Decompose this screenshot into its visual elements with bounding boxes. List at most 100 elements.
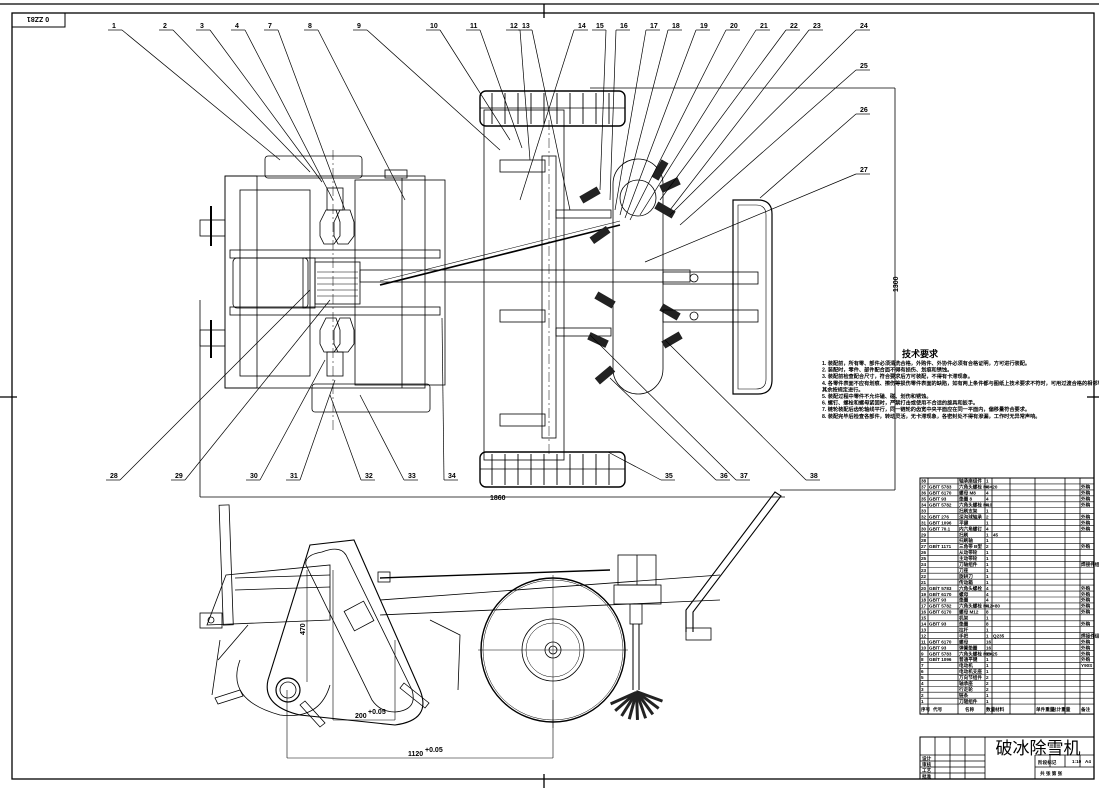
svg-text:11: 11 <box>921 639 926 644</box>
side-bristle-3 <box>635 690 655 716</box>
leader-line <box>669 29 857 216</box>
chain-loop <box>305 548 414 713</box>
svg-text:链条: 链条 <box>958 692 969 699</box>
svg-text:外购: 外购 <box>1081 638 1091 645</box>
leader-line <box>519 29 531 161</box>
svg-text:2: 2 <box>986 675 989 680</box>
svg-text:刀辊组件: 刀辊组件 <box>959 698 978 705</box>
shaft-lower <box>326 351 344 377</box>
svg-text:行走轮: 行走轮 <box>958 686 973 693</box>
leader-line <box>244 29 334 201</box>
svg-text:45: 45 <box>993 532 999 537</box>
svg-text:外购: 外购 <box>1081 585 1091 592</box>
svg-text:16: 16 <box>921 610 927 615</box>
axle-arm-1 <box>499 159 546 173</box>
tb-design: 设计 <box>922 755 932 762</box>
svg-text:电动机: 电动机 <box>959 662 973 669</box>
bom-header: 序号 <box>921 706 931 713</box>
svg-text:17: 17 <box>921 604 927 609</box>
part-label-3: 3 <box>200 23 204 30</box>
tech-req-item-3: 3. 装配前检查配合尺寸，符合要求后方可装配，不得有卡滞现象。 <box>822 372 973 380</box>
top-cap <box>384 169 408 179</box>
side-handle <box>685 491 782 632</box>
svg-text:2: 2 <box>986 687 989 692</box>
u-joint-lower-a <box>319 317 341 353</box>
part-label-33: 33 <box>408 473 416 480</box>
svg-text:6: 6 <box>921 669 924 674</box>
part-label-28: 28 <box>110 473 118 480</box>
tech-req-item-4: 其余按规定进行。 <box>822 385 864 393</box>
main-beam-top <box>379 574 721 601</box>
dim-tol-200: +0.05 <box>368 709 386 716</box>
leader-line <box>172 29 311 173</box>
parts-list <box>919 477 1095 715</box>
svg-text:37: 37 <box>921 485 927 490</box>
brush-hub <box>619 179 657 217</box>
svg-text:轴承座: 轴承座 <box>959 680 973 687</box>
axle-frame <box>483 109 565 461</box>
svg-text:4: 4 <box>986 526 989 531</box>
part-label-13: 13 <box>522 23 530 30</box>
part-label-35: 35 <box>665 473 673 480</box>
svg-text:3: 3 <box>921 687 924 692</box>
svg-text:1: 1 <box>986 663 989 668</box>
svg-text:传动箱: 传动箱 <box>958 579 973 586</box>
svg-text:27: 27 <box>921 544 927 549</box>
leader-line <box>531 29 571 211</box>
svg-text:GB/T 70.1: GB/T 70.1 <box>929 526 951 531</box>
svg-text:12: 12 <box>921 633 927 638</box>
side-bristle-1 <box>635 690 663 703</box>
part-label-25: 25 <box>860 63 868 70</box>
tech-req-heading: 技术要求 <box>902 348 939 359</box>
leader-line <box>441 317 445 481</box>
bom-header: 材料 <box>994 706 1005 713</box>
svg-text:平键: 平键 <box>959 519 969 526</box>
svg-text:外购: 外购 <box>1081 656 1091 663</box>
bristle-3 <box>659 177 681 193</box>
title-block <box>919 736 1095 780</box>
svg-text:螺母: 螺母 <box>959 591 969 598</box>
svg-text:22: 22 <box>921 574 927 579</box>
tb-stage: 阶段标记 <box>1038 759 1057 766</box>
svg-text:六角头螺栓 M8×25: 六角头螺栓 M8×25 <box>959 650 998 657</box>
part-label-30: 30 <box>250 473 258 480</box>
svg-text:10: 10 <box>921 645 927 650</box>
part-label-11: 11 <box>470 23 478 30</box>
side-bristle-6 <box>627 691 638 720</box>
svg-text:外购: 外购 <box>1081 621 1091 628</box>
tech-req-item-2: 2. 装配时，零件、部件配合面不得有损伤、划痕和锈蚀。 <box>822 366 952 374</box>
leader-line <box>299 379 336 481</box>
svg-text:GB/T 6170: GB/T 6170 <box>929 610 952 615</box>
part-label-24: 24 <box>860 23 868 30</box>
part-label-29: 29 <box>175 473 183 480</box>
leader-line <box>679 69 857 226</box>
shaft-upper <box>326 187 344 211</box>
svg-text:外购: 外购 <box>1081 484 1091 491</box>
svg-text:GB/T 5782: GB/T 5782 <box>929 503 952 508</box>
bom-row: 24刀轴组件1焊接件组件 <box>921 561 1099 568</box>
svg-text:1: 1 <box>986 508 989 513</box>
svg-text:2: 2 <box>986 514 989 519</box>
rotor-hub-inner <box>279 681 297 699</box>
leader-line <box>609 377 717 481</box>
part-label-14: 14 <box>578 23 586 30</box>
svg-text:1: 1 <box>986 562 989 567</box>
svg-text:外购: 外购 <box>1081 609 1091 616</box>
svg-text:六角头螺栓 M12×80: 六角头螺栓 M12×80 <box>959 603 1000 610</box>
part-label-17: 17 <box>650 23 658 30</box>
bottom-bracket <box>311 383 431 413</box>
side-view <box>199 491 782 759</box>
